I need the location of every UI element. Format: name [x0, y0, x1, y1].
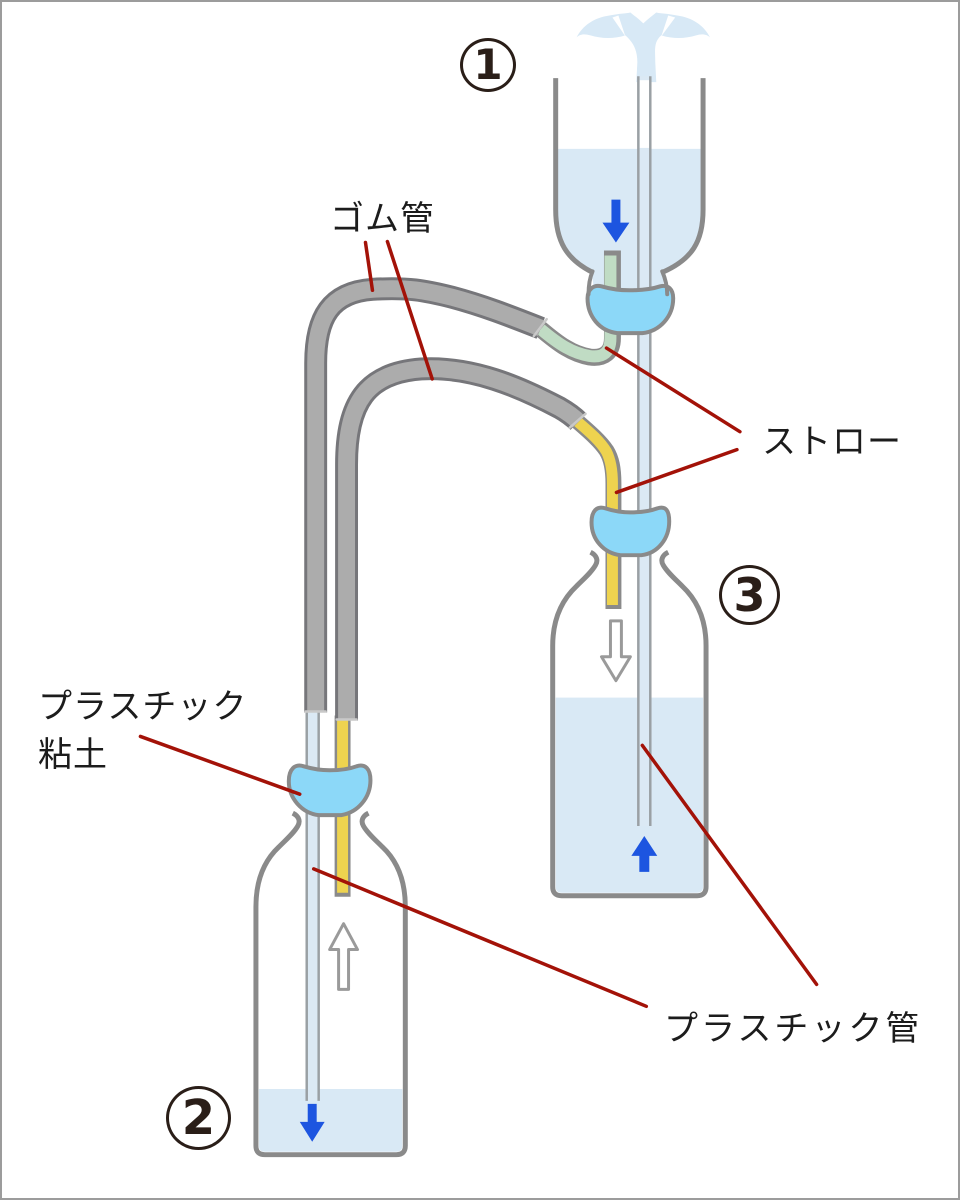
- bottle1-walls: [553, 78, 706, 275]
- straw-bottle3-yellow: [571, 414, 622, 609]
- arrow-up-blue-bottle3: [631, 836, 658, 872]
- clay-bottle2: [286, 763, 373, 818]
- arrow-down-blue-bottle2: [299, 1103, 325, 1142]
- plastic-tube-long: [637, 76, 652, 827]
- spray-slit-left: [612, 15, 626, 37]
- rubber-tube-lower-end-seam: [568, 412, 587, 429]
- arrow-up-white-bottle2: [328, 922, 360, 991]
- spray-slit-right: [661, 15, 676, 37]
- annotation-line-pipe-1: [311, 867, 649, 1009]
- label-straw: ストロー: [762, 422, 902, 462]
- annotation-line-straw-2: [614, 447, 739, 495]
- bottle2-water: [258, 1088, 403, 1152]
- clay-bottle3: [589, 505, 672, 558]
- clay-bottle1: [585, 283, 676, 336]
- bottle1-neck-lips: [586, 269, 670, 297]
- bottle2-walls: [253, 810, 408, 1158]
- bottle3-walls: [550, 549, 709, 899]
- label-rubber-tube: ゴム管: [330, 199, 435, 239]
- fountain-spray: [576, 12, 711, 83]
- step-number-3: 3: [733, 568, 766, 622]
- annotation-line-clay: [138, 734, 302, 796]
- label-plastic-clay-line1: プラスチック: [38, 687, 248, 727]
- annotation-line-rubber-1: [363, 240, 375, 293]
- label-plastic-pipe: プラスチック管: [664, 1009, 923, 1049]
- bottle3-water: [555, 697, 704, 893]
- label-plastic-clay-line2: 粘土: [38, 735, 108, 775]
- arrow-down-white-bottle3: [599, 619, 632, 683]
- annotation-line-straw-1: [604, 346, 742, 434]
- rubber-tube-lower: [335, 357, 587, 721]
- bottle1-water: [557, 148, 702, 292]
- step-number-1: 1: [473, 40, 503, 89]
- annotation-line-rubber-2: [385, 239, 434, 381]
- step-badge-3: 3: [719, 565, 780, 625]
- rubber-tube-upper-end-seam: [532, 317, 548, 338]
- annotation-line-pipe-2: [640, 743, 819, 987]
- rubber-tube-upper: [304, 277, 548, 713]
- straw-bottle1-green: [534, 250, 621, 366]
- step-number-2: 2: [181, 1090, 216, 1146]
- step-badge-2: 2: [166, 1086, 231, 1150]
- arrow-down-blue-bottle1: [602, 199, 630, 243]
- label-plastic-clay: プラスチック 粘土: [38, 683, 247, 779]
- step-badge-1: 1: [460, 38, 516, 92]
